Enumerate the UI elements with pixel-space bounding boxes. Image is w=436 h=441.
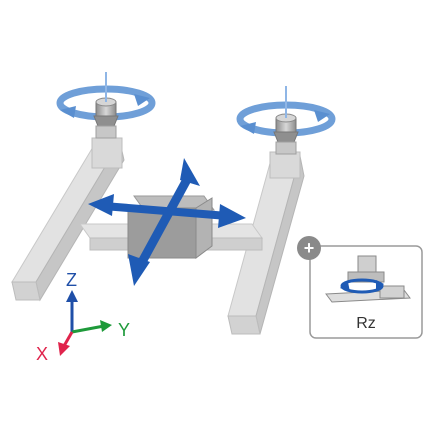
right-arm: [227, 151, 305, 335]
coordinate-axes-icon: Z Y X: [36, 270, 130, 364]
horizontal-arrow-shaft: [103, 202, 228, 220]
right-tool: [236, 86, 336, 155]
left-beam-end: [11, 281, 41, 301]
left-arm: [11, 137, 125, 302]
plus-symbol: +: [304, 238, 315, 258]
inset-tool-body: [347, 271, 385, 283]
inset-rotation-arrow-icon: [340, 282, 350, 292]
horizontal-arrow-head-left: [88, 194, 114, 216]
z-axis-label: Z: [66, 270, 77, 290]
inset-tool-shaft: [357, 255, 377, 273]
inset-rotation-arrow-icon-2: [376, 280, 384, 290]
horizontal-arrow-head-right: [218, 204, 246, 228]
inset-rotation-ring: [340, 278, 384, 294]
inset-gripper-jaw: [379, 285, 405, 299]
right-beam-end: [227, 315, 261, 335]
diagonal-arrow-head-top: [180, 158, 200, 186]
y-axis-line: [71, 324, 105, 334]
left-tool: [56, 72, 156, 139]
diagonal-arrow-head-bottom: [128, 254, 150, 286]
y-axis-label: Y: [118, 320, 130, 340]
right-rotation-arrow-icon: [240, 122, 256, 134]
right-tool-nozzle: [273, 131, 299, 143]
diagonal-arrow-shaft: [138, 172, 194, 264]
left-rotation-arrow-icon-2: [134, 94, 150, 106]
x-axis-arrowhead: [58, 342, 70, 356]
left-post: [91, 137, 123, 169]
y-axis-arrowhead: [100, 320, 112, 332]
inset-label: Rz: [356, 315, 376, 332]
plus-icon: [297, 236, 321, 260]
right-rotation-arrow-icon-2: [314, 110, 330, 122]
x-axis-line: [62, 331, 74, 347]
translation-cross-arrows-icon: [88, 158, 246, 286]
left-rotation-arrow-icon: [60, 106, 76, 118]
x-axis-label: X: [36, 344, 48, 364]
left-tool-nozzle: [93, 115, 119, 127]
z-axis-arrowhead: [66, 290, 78, 302]
rz-inset-panel: + Rz: [297, 236, 423, 339]
right-post: [269, 151, 301, 179]
